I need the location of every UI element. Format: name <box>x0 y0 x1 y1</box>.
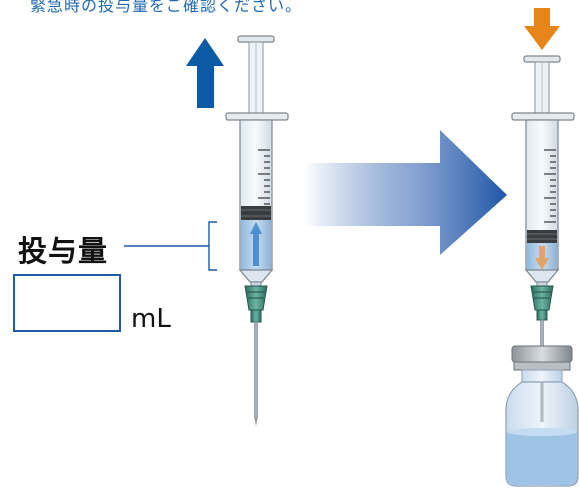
up-arrow-icon <box>186 38 224 108</box>
syringe-right <box>511 55 575 428</box>
dose-bracket <box>124 221 217 271</box>
unit-label: mL <box>131 304 171 334</box>
dose-input-box[interactable] <box>13 274 121 332</box>
syringe-left <box>225 35 289 426</box>
transfer-arrow-icon <box>305 130 507 255</box>
down-arrow-icon <box>524 8 560 50</box>
dose-label: 投与量 <box>18 234 109 268</box>
vial-icon <box>505 345 579 487</box>
caption-text: 緊急時の投与量をご確認ください。 <box>30 0 303 15</box>
